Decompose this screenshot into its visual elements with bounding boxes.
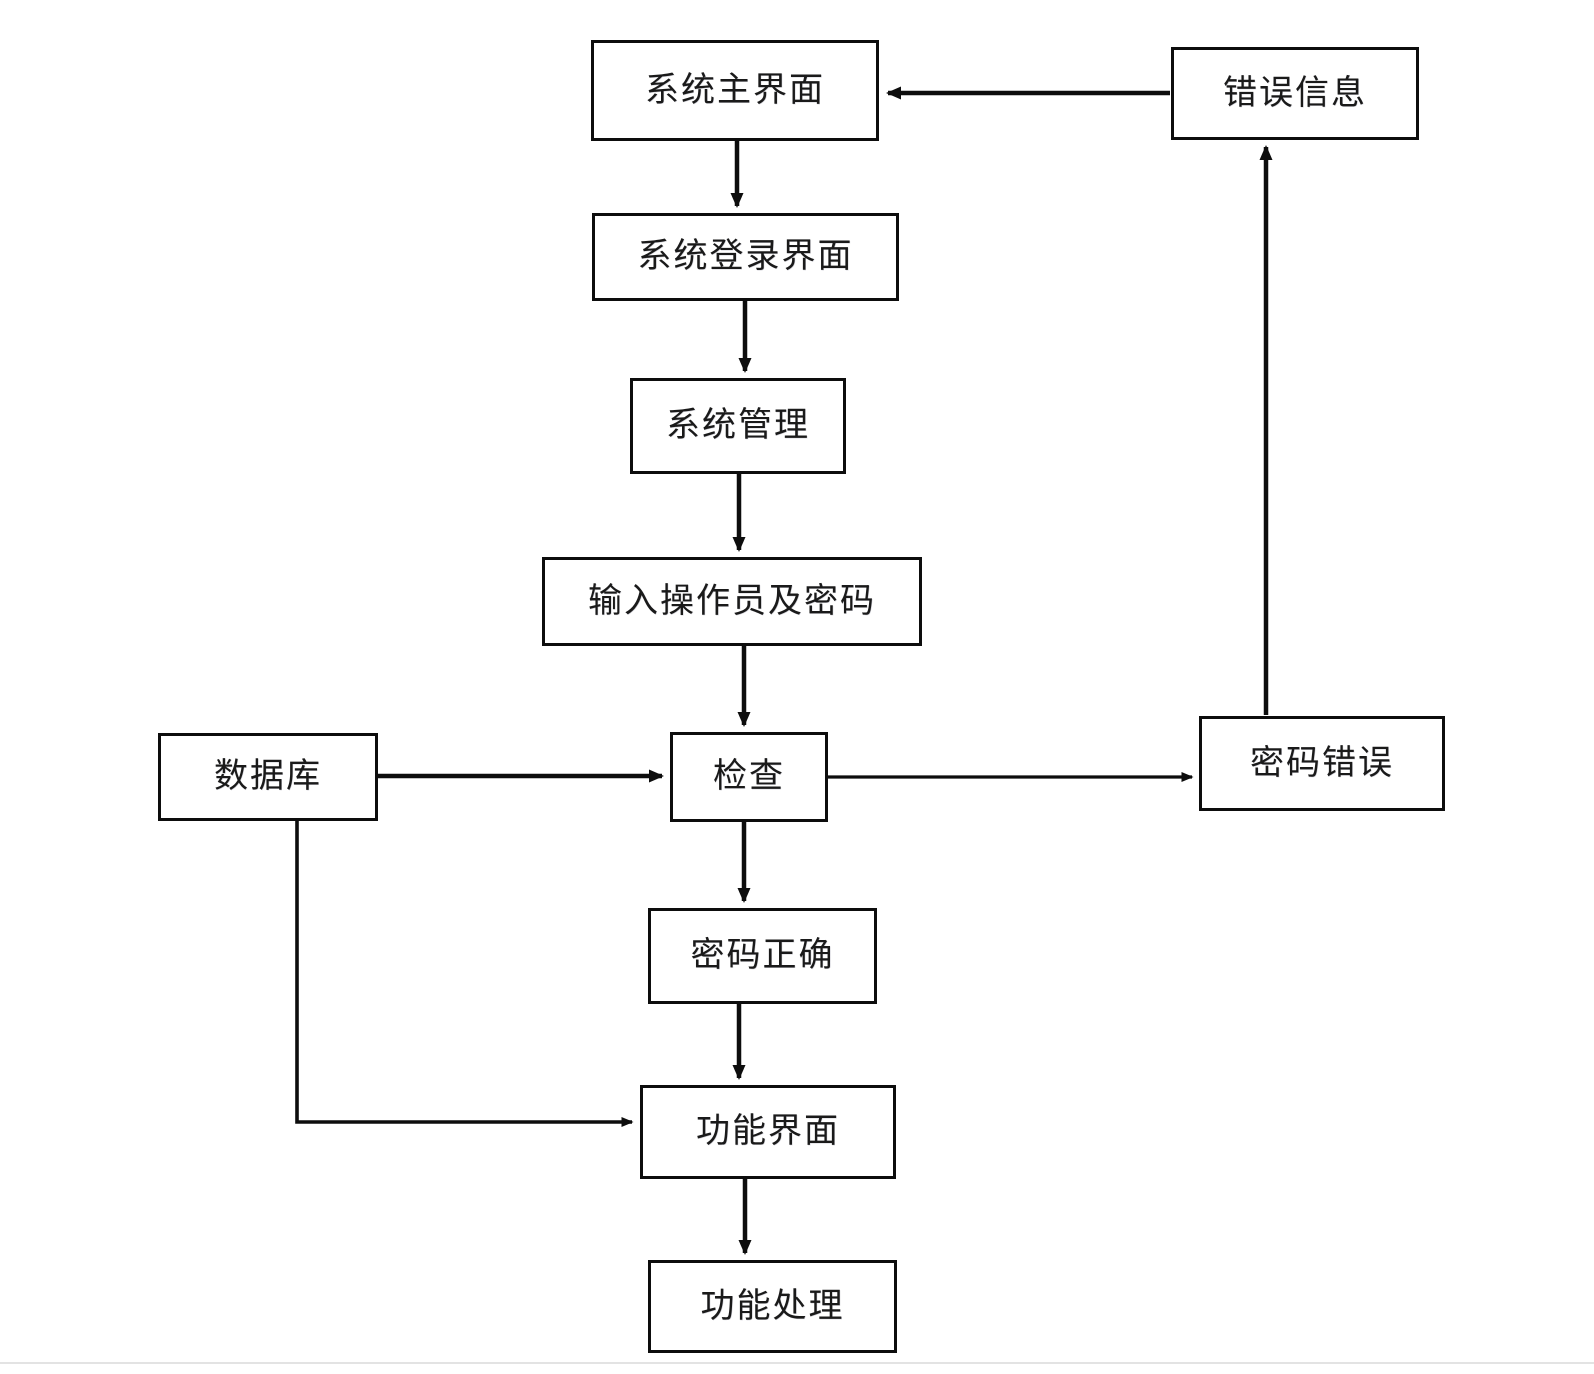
node-system-main-interface[interactable]: 系统主界面 <box>591 40 879 141</box>
node-password-error[interactable]: 密码错误 <box>1199 716 1445 811</box>
edge-db-to-funcui <box>295 821 634 1127</box>
node-password-correct[interactable]: 密码正确 <box>648 908 877 1004</box>
node-system-management[interactable]: 系统管理 <box>630 378 846 474</box>
node-check[interactable]: 检查 <box>670 732 828 822</box>
node-label: 系统登录界面 <box>637 238 854 276</box>
page-bottom-divider <box>0 1362 1594 1364</box>
node-database[interactable]: 数据库 <box>158 733 378 821</box>
node-label: 系统主界面 <box>645 71 825 109</box>
node-label: 密码正确 <box>690 937 835 975</box>
node-label: 系统管理 <box>666 407 810 445</box>
node-enter-operator-and-password[interactable]: 输入操作员及密码 <box>542 557 922 646</box>
node-label: 数据库 <box>214 758 322 796</box>
node-function-processing[interactable]: 功能处理 <box>648 1260 897 1353</box>
node-label: 密码错误 <box>1250 744 1394 782</box>
node-label: 检查 <box>713 758 785 796</box>
node-label: 功能界面 <box>696 1113 840 1151</box>
node-function-interface[interactable]: 功能界面 <box>640 1085 896 1179</box>
node-error-message[interactable]: 错误信息 <box>1171 47 1419 140</box>
node-label: 功能处理 <box>700 1287 845 1325</box>
node-label: 错误信息 <box>1223 74 1367 112</box>
node-system-login-interface[interactable]: 系统登录界面 <box>592 213 899 301</box>
node-label: 输入操作员及密码 <box>588 582 876 620</box>
